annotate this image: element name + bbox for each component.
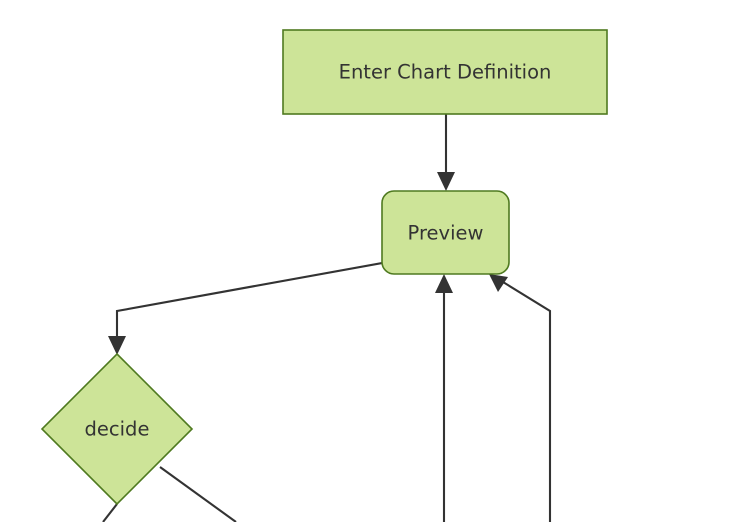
edge-decide-left-down — [102, 503, 118, 522]
node-shape-rectangle[interactable] — [282, 29, 608, 115]
node-decide[interactable]: decide — [40, 352, 194, 506]
arrowhead-icon — [437, 172, 455, 191]
arrowhead-icon — [108, 336, 126, 355]
edge-line — [115, 261, 383, 337]
node-label-enter-chart-definition: Enter Chart Definition — [339, 61, 552, 84]
arrowhead-icon — [489, 274, 508, 292]
edge-line — [502, 281, 552, 522]
edge-decide-right-down — [159, 466, 237, 522]
node-shape-diamond[interactable] — [40, 352, 194, 506]
node-label-preview: Preview — [408, 222, 484, 245]
node-shape-rounded-rectangle[interactable] — [381, 190, 510, 275]
edge-bottom-center-to-preview — [435, 274, 453, 522]
node-enter-chart-definition[interactable]: Enter Chart Definition — [282, 29, 608, 115]
edge-line — [159, 466, 237, 522]
edge-preview-to-decide — [108, 261, 383, 355]
edge-bottom-right-to-preview — [489, 274, 552, 522]
edge-line — [102, 503, 118, 522]
node-preview[interactable]: Preview — [381, 190, 510, 275]
edge-enter-to-preview — [437, 114, 455, 191]
node-label-decide: decide — [85, 418, 150, 441]
arrowhead-icon — [435, 274, 453, 293]
